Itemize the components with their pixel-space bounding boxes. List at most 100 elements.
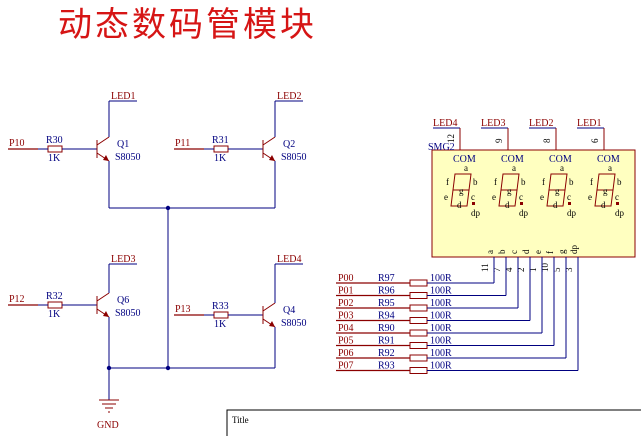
transistor-part: S8050 bbox=[115, 152, 141, 163]
pin-segment-letter: g bbox=[557, 249, 567, 254]
segment-resistor-ref: R95 bbox=[378, 298, 395, 309]
digit-pin-number: 9 bbox=[494, 138, 504, 143]
segment-resistor-value: 100R bbox=[430, 361, 452, 372]
decimal-point bbox=[472, 202, 475, 205]
seg-letter-f: f bbox=[542, 177, 545, 187]
pin-number: 3 bbox=[564, 267, 574, 272]
digit-pin-number: 6 bbox=[590, 138, 600, 143]
pin-number: 2 bbox=[516, 268, 526, 273]
pin-segment-letter: e bbox=[533, 250, 543, 254]
pin-number: 11 bbox=[480, 263, 490, 272]
diagram-title: 动态数码管模块 bbox=[58, 5, 317, 45]
transistor-ref: Q1 bbox=[117, 139, 129, 150]
pin-segment-letter: b bbox=[497, 249, 507, 254]
segment-resistor-r95: P02 R95 100R bbox=[336, 257, 519, 312]
display-pin-f: f10 bbox=[540, 251, 555, 272]
resistor-ref: R32 bbox=[46, 291, 63, 302]
com-label: COM bbox=[597, 154, 620, 165]
seg-letter-g: g bbox=[507, 186, 512, 196]
seg-letter-a: a bbox=[464, 163, 468, 173]
seg-letter-e: e bbox=[540, 192, 544, 202]
segment-lower bbox=[546, 189, 566, 207]
segment-resistor-value: 100R bbox=[430, 298, 452, 309]
pin-number: 7 bbox=[492, 267, 502, 272]
segment-resistor-ref: R97 bbox=[378, 273, 395, 284]
decimal-point bbox=[568, 202, 571, 205]
led-net-label: LED2 bbox=[277, 91, 301, 102]
digit-pin-number: 12 bbox=[446, 134, 456, 143]
seg-letter-c: c bbox=[471, 192, 475, 202]
seg-letter-f: f bbox=[590, 177, 593, 187]
segment-resistor-ref: R90 bbox=[378, 323, 395, 334]
seg-letter-dp: dp bbox=[567, 208, 577, 218]
pin-number: 4 bbox=[504, 267, 514, 272]
com-label: COM bbox=[453, 154, 476, 165]
display-ref: SMG2 bbox=[428, 142, 455, 153]
title-block-label: Title bbox=[232, 415, 249, 425]
segment-net-label: P05 bbox=[338, 336, 354, 347]
display-pin-e: e1 bbox=[528, 250, 543, 272]
segment-resistor-ref: R91 bbox=[378, 336, 395, 347]
seg-letter-a: a bbox=[608, 163, 612, 173]
seg-letter-e: e bbox=[492, 192, 496, 202]
pin-number: 5 bbox=[552, 267, 562, 272]
seg-letter-dp: dp bbox=[615, 208, 625, 218]
segment-resistor-r90: P04 R90 100R bbox=[336, 257, 543, 337]
seg-letter-c: c bbox=[519, 192, 523, 202]
seg-letter-d: d bbox=[553, 200, 558, 210]
resistor-value: 1K bbox=[214, 153, 227, 164]
pin-segment-letter: c bbox=[509, 250, 519, 254]
display-pin-dp: dp 3 bbox=[564, 245, 579, 273]
com-label: COM bbox=[549, 154, 572, 165]
segment-resistor-value: 100R bbox=[430, 286, 452, 297]
digit-led-label: LED3 bbox=[481, 118, 505, 129]
segment-net-label: P04 bbox=[338, 323, 354, 334]
gnd-label: GND bbox=[97, 420, 119, 431]
pin-number: 1 bbox=[528, 268, 538, 273]
resistor-ref: R30 bbox=[46, 135, 63, 146]
resistor-ref: R33 bbox=[212, 301, 229, 312]
segment-lower bbox=[594, 189, 614, 207]
led-net-label: LED3 bbox=[111, 254, 135, 265]
segment-resistor-ref: R96 bbox=[378, 286, 395, 297]
seg-letter-d: d bbox=[505, 200, 510, 210]
led-net-label: LED4 bbox=[277, 254, 301, 265]
base-net-label: P13 bbox=[175, 304, 191, 315]
seg-letter-dp: dp bbox=[519, 208, 529, 218]
resistor-value: 1K bbox=[48, 153, 61, 164]
segment-resistor-value: 100R bbox=[430, 336, 452, 347]
display-pin-d: d2 bbox=[516, 249, 531, 272]
display-pin-b: b7 bbox=[492, 249, 507, 272]
base-net-label: P11 bbox=[175, 138, 190, 149]
emitter-wiring bbox=[106, 205, 275, 371]
segment-lower bbox=[498, 189, 518, 207]
transistor-ref: Q6 bbox=[117, 295, 129, 306]
display-pin-c: c4 bbox=[504, 250, 519, 272]
com-label: COM bbox=[501, 154, 524, 165]
pin-segment-letter: a bbox=[485, 250, 495, 254]
base-net-label: P12 bbox=[9, 294, 25, 305]
segment-net-label: P02 bbox=[338, 298, 354, 309]
seg-letter-e: e bbox=[588, 192, 592, 202]
transistor-part: S8050 bbox=[281, 318, 307, 329]
segment-net-label: P07 bbox=[338, 361, 354, 372]
seg-letter-b: b bbox=[569, 177, 574, 187]
transistor-ref: Q2 bbox=[283, 139, 295, 150]
pin-segment-letter: dp bbox=[569, 245, 579, 255]
segment-resistor-ref: R92 bbox=[378, 348, 395, 359]
display-pin-a: a 11 bbox=[480, 250, 495, 272]
